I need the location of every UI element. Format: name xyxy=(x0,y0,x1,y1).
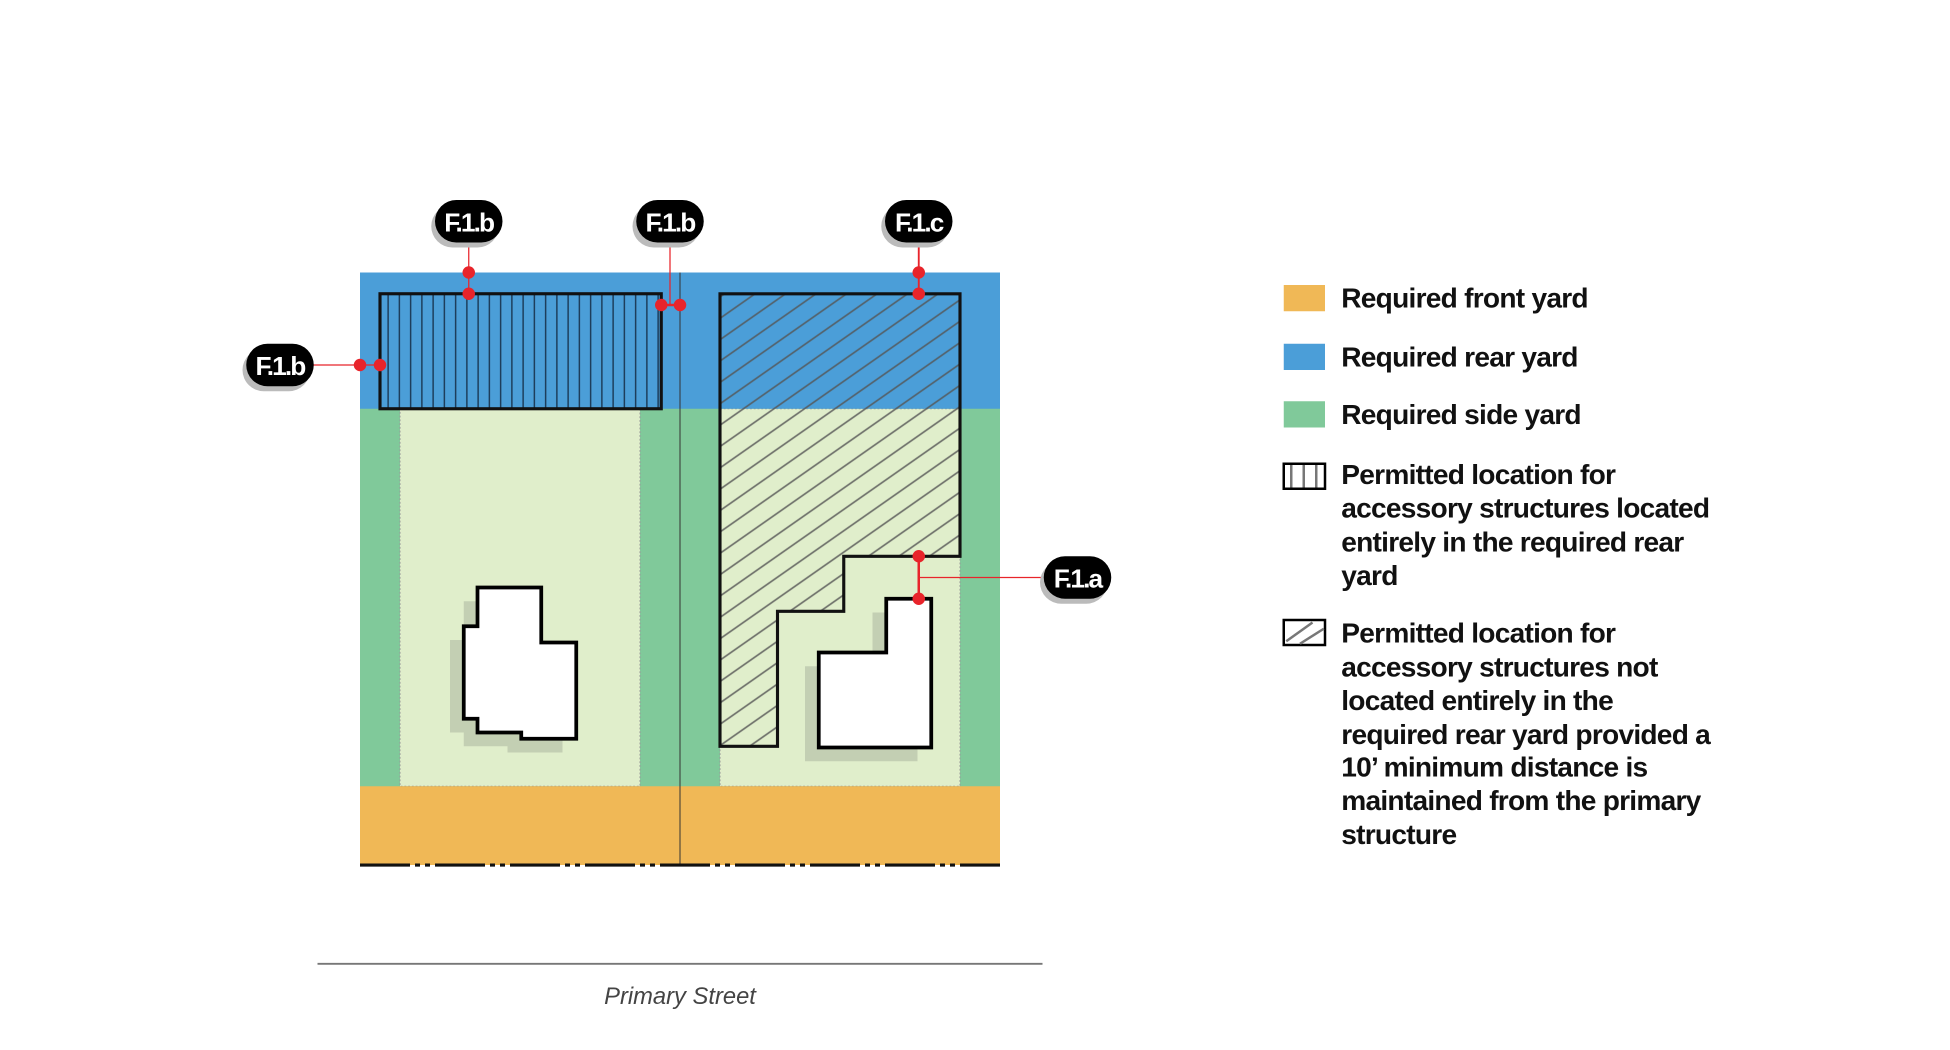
legend-label: located entirely in the xyxy=(1341,685,1613,716)
legend-label: Permitted location for xyxy=(1341,618,1616,649)
dimension-markers xyxy=(312,243,1050,605)
callout-label: F.1.b xyxy=(256,351,306,381)
rear-yard-accessory-area xyxy=(378,292,663,411)
orange-swatch xyxy=(1283,285,1325,312)
callout-f1b-top-left: F.1.b xyxy=(431,200,503,248)
legend-label: maintained from the primary xyxy=(1341,785,1701,816)
legend-label: Required rear yard xyxy=(1341,341,1577,372)
callout-f1b-top-middle: F.1.b xyxy=(632,200,704,248)
callout-label: F.1.b xyxy=(444,207,494,237)
callout-f1b-left: F.1.b xyxy=(242,343,314,392)
legend-label: required rear yard provided a xyxy=(1341,719,1711,750)
primary-structure-right xyxy=(816,596,934,750)
primary-structure-left xyxy=(461,585,579,741)
callout-label: F.1.a xyxy=(1054,564,1104,594)
legend-label: Required side yard xyxy=(1341,399,1581,430)
legend-label: entirely in the required rear xyxy=(1341,526,1684,557)
callout-f1a-right: F.1.a xyxy=(1040,556,1112,604)
legend-label: accessory structures not xyxy=(1341,651,1659,682)
vertical-hatch-swatch-icon xyxy=(1282,462,1327,490)
legend-label: yard xyxy=(1341,560,1397,591)
callout-label: F.1.b xyxy=(646,207,696,237)
blue-swatch xyxy=(1283,343,1325,370)
callout-f1c-top-right: F.1.c xyxy=(881,200,953,248)
legend-label: 10’ minimum distance is xyxy=(1341,751,1647,782)
green-swatch xyxy=(1283,401,1325,428)
legend: Required front yard Required rear yard R… xyxy=(1282,283,1712,850)
callout-label: F.1.c xyxy=(895,207,944,237)
legend-label: Required front yard xyxy=(1341,283,1588,314)
diagonal-hatch-swatch-icon xyxy=(1282,618,1327,647)
street-label: Primary Street xyxy=(604,983,757,1010)
legend-label: Permitted location for xyxy=(1341,459,1616,490)
legend-label: accessory structures located xyxy=(1341,493,1709,524)
setback-accessory-area xyxy=(718,292,962,748)
legend-label: structure xyxy=(1341,819,1456,850)
